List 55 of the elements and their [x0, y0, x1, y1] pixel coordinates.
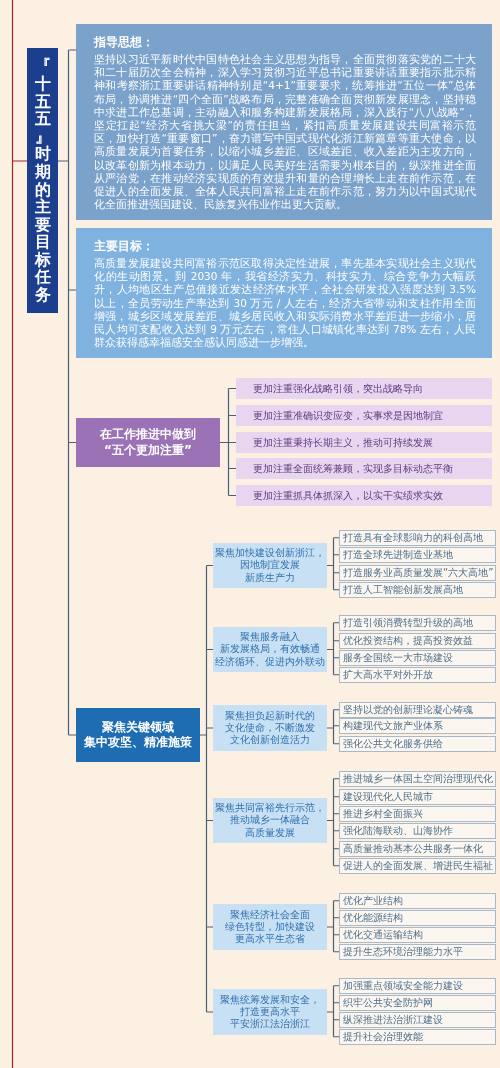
item-box: 优化产业结构	[339, 893, 496, 909]
item-box: 扩大高水平对外开放	[339, 667, 496, 683]
connector-line	[11, 0, 28, 1068]
item-box: 更加注重全面统筹兼顾，实现多目标动态平衡	[236, 458, 492, 479]
title-box: 『十五五』时期的主要目标任务	[27, 48, 58, 313]
item-box: 优化能源结构	[339, 910, 496, 926]
topic-box: 聚焦服务融入新发展格局，有效畅通经济循环、促进内外联动	[213, 627, 327, 672]
item-box: 提升社会治理效能	[339, 1029, 496, 1045]
item-box: 强化陆海联动、山海协作	[339, 823, 496, 839]
item-box: 打造人工智能创新发展高地	[339, 582, 496, 598]
connector-line	[57, 49, 77, 736]
panel-text: 高质量发展建设共同富裕示范区取得决定性进展，率先基本实现社会主义现代化的生动图景。到 2030 年，我省经济实力、科技实力、综合竞争力大幅跃升，人均地区生产总值接近发达经济体水平，全社会研发投入强度达到 3.5% 以上，全员劳动生产率达到 30 万元 / 人左右，经济大省带动和支柱作用全面增强，城乡区域发展差距、城乡居民收入和实际消费水平差距进一步缩小，居民人均可支配收入达到 9 万元左右，常住人口城镇化率达到 78% 左右，人民群众获得感幸福感安全感认同感进一步增强。	[94, 257, 476, 350]
item-box: 服务全国统一大市场建设	[339, 650, 496, 666]
connector-line	[326, 622, 340, 676]
item-box: 强化公共文化服务供给	[339, 736, 496, 752]
topic-box: 聚焦统筹发展和安全，打造更高水平平安浙江法治浙江	[213, 989, 327, 1035]
connector-line	[199, 564, 214, 1013]
item-box: 建设现代化人民城市	[339, 789, 496, 805]
item-box: 打造服务业高质量发展“六大高地”	[339, 565, 496, 581]
topic-box: 聚焦共同富裕先行示范，推动城乡一体融合高质量发展	[213, 798, 327, 843]
item-box: 更加注重强化战略引领，突出战略导向	[236, 378, 492, 399]
panel-heading: 主要目标：	[94, 239, 155, 253]
item-box: 更加注重准确识变应变，实事求是因地制宜	[236, 405, 492, 426]
item-box: 推进城乡一体国土空间治理现代化	[339, 771, 496, 787]
topic-box: 聚焦经济社会全面绿色转型，加快建设更高水平生态省	[213, 904, 327, 950]
panel-heading: 指导思想：	[94, 35, 155, 49]
connector-line	[326, 537, 340, 591]
connector-line	[326, 900, 340, 953]
item-box: 纵深推进法治浙江建设	[339, 1012, 496, 1028]
item-box: 优化投资结构，提高投资效益	[339, 633, 496, 649]
item-box: 织牢公共安全防护网	[339, 995, 496, 1011]
text-panel	[76, 24, 492, 220]
item-box: 坚持以党的创新理论凝心铸魂	[339, 702, 496, 718]
item-box: 更加注重秉持长期主义，推动可持续发展	[236, 432, 492, 453]
connector-line	[326, 985, 340, 1038]
connector-line	[326, 778, 340, 867]
connector-line	[219, 387, 237, 497]
item-box: 推进乡村全面振兴	[339, 806, 496, 822]
item-box: 加强重点领域安全能力建设	[339, 978, 496, 994]
panel-text: 坚持以习近平新时代中国特色社会主义思想为指导，全面贯彻落实党的二十大和二十届历次全会精神，深入学习贯彻习近平总书记重要讲话重要指示批示精神和考察浙江重要讲话精神特别是“4+1”重要要求，统筹推进“五位一体”总体布局，协调推进“四个全面”战略布局，完整准确全面贯彻新发展理念，坚持稳中求进工作总基调，主动融入和服务构建新发展格局，深入践行“八八战略”，坚定扛起“经济大省挑大梁”的责任担当，紧扣高质量发展建设共同富裕示范区，加快打造“重要窗口”，奋力谱写中国式现代化浙江新篇章等重大使命，以高质量发展为首要任务，以缩小城乡差距、区域差距、收入差距为主攻方向，以改革创新为根本动力，以满足人民美好生活需要为根本目的，纵深推进全面从严治党，在推动经济实现质的有效提升和量的合理增长上走在前作示范，在促进人的全面发展、全体人民共同富裕上走在前作示范，努力为以中国式现代化全面推进强国建设、民族复兴伟业作出更大贡献。	[94, 53, 476, 212]
item-box: 更加注重抓具体抓深入，以实干实绩求实效	[236, 485, 492, 506]
topic-box: 聚焦加快建设创新浙江，因地制宜发展新质生产力	[213, 543, 327, 588]
item-box: 优化交通运输结构	[339, 927, 496, 943]
connector-line	[326, 709, 340, 745]
text-panel	[76, 228, 492, 358]
item-box: 构建现代文旅产业体系	[339, 718, 496, 734]
category-box: 聚焦关键领域集中攻坚、精准施策	[76, 708, 200, 762]
item-box: 高质量推动基本公共服务一体化	[339, 841, 496, 857]
item-box: 促进人的全面发展、增进民生福祉	[339, 858, 496, 874]
topic-box: 聚焦担负起新时代的文化使命，不断激发文化创新创造活力	[213, 705, 327, 751]
item-box: 打造具有全球影响力的科创高地	[339, 530, 496, 546]
item-box: 打造引领消费转型升级的高地	[339, 615, 496, 631]
item-box: 打造全球先进制造业基地	[339, 547, 496, 563]
item-box: 提升生态环境治理能力水平	[339, 944, 496, 960]
category-box: 在工作推进中做到“五个更加注重”	[76, 418, 220, 467]
